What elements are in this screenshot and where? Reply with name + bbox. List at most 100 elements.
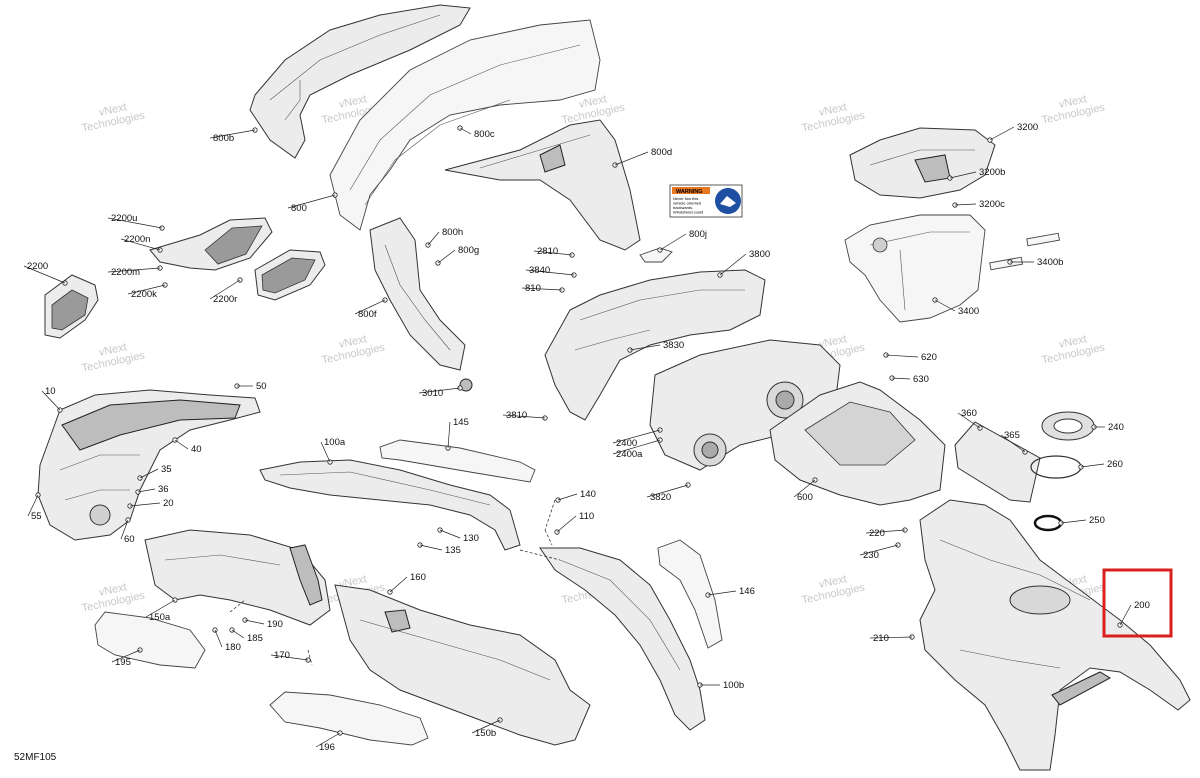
callout-230[interactable]: 230 xyxy=(863,550,879,561)
callout-160[interactable]: 160 xyxy=(410,572,426,583)
callout-10[interactable]: 10 xyxy=(45,386,56,397)
callout-250[interactable]: 250 xyxy=(1089,515,1105,526)
callout-2810[interactable]: 2810 xyxy=(537,246,558,257)
callout-3400[interactable]: 3400 xyxy=(958,306,979,317)
callout-55[interactable]: 55 xyxy=(31,511,42,522)
callout-145[interactable]: 145 xyxy=(453,417,469,428)
callout-3840[interactable]: 3840 xyxy=(529,265,550,276)
callout-800c[interactable]: 800c xyxy=(474,129,495,140)
leader-800g xyxy=(437,249,456,264)
part-800-shape xyxy=(329,19,601,231)
leader-630 xyxy=(891,377,911,380)
callout-220[interactable]: 220 xyxy=(869,528,885,539)
callout-196[interactable]: 196 xyxy=(319,742,335,753)
callout-3010[interactable]: 3010 xyxy=(422,388,443,399)
callout-800d[interactable]: 800d xyxy=(651,147,672,158)
callout-3810[interactable]: 3810 xyxy=(506,410,527,421)
callout-3400b[interactable]: 3400b xyxy=(1037,257,1063,268)
leader-60 xyxy=(120,519,129,540)
part-2200-mirror-shape xyxy=(44,274,99,339)
part-145-shape xyxy=(379,439,536,483)
watermark-line-1: vNext xyxy=(338,93,368,111)
part-3400b-strips-shape xyxy=(989,232,1060,271)
callout-365[interactable]: 365 xyxy=(1004,430,1020,441)
assembly-line xyxy=(544,499,556,531)
callout-150b[interactable]: 150b xyxy=(475,728,496,739)
callout-170[interactable]: 170 xyxy=(274,650,290,661)
callout-800[interactable]: 800 xyxy=(291,203,307,214)
callout-100a[interactable]: 100a xyxy=(324,437,346,448)
callout-620[interactable]: 620 xyxy=(921,352,937,363)
callout-3820[interactable]: 3820 xyxy=(650,492,671,503)
leader-55 xyxy=(27,494,39,517)
callout-3200c[interactable]: 3200c xyxy=(979,199,1005,210)
callout-40[interactable]: 40 xyxy=(191,444,202,455)
callout-20[interactable]: 20 xyxy=(163,498,174,509)
leader-220 xyxy=(865,529,906,534)
part-10-shape xyxy=(37,389,261,541)
part-2400-shape xyxy=(649,339,841,471)
callout-3830[interactable]: 3830 xyxy=(663,340,684,351)
part-3010-shape xyxy=(459,378,473,392)
callout-2200[interactable]: 2200 xyxy=(27,261,48,272)
callout-2200r[interactable]: 2200r xyxy=(213,294,237,305)
callout-195[interactable]: 195 xyxy=(115,657,131,668)
callout-600[interactable]: 600 xyxy=(797,492,813,503)
leader-3400 xyxy=(934,299,956,312)
callout-3800[interactable]: 3800 xyxy=(749,249,770,260)
callout-800j[interactable]: 800j xyxy=(689,229,707,240)
callout-100b[interactable]: 100b xyxy=(723,680,744,691)
leader-20 xyxy=(129,502,161,507)
callout-190[interactable]: 190 xyxy=(267,619,283,630)
callout-360[interactable]: 360 xyxy=(961,408,977,419)
callout-800g[interactable]: 800g xyxy=(458,245,479,256)
callout-35[interactable]: 35 xyxy=(161,464,172,475)
callout-185[interactable]: 185 xyxy=(247,633,263,644)
callout-200[interactable]: 200 xyxy=(1134,600,1150,611)
callout-2200n[interactable]: 2200n xyxy=(124,234,150,245)
callout-260[interactable]: 260 xyxy=(1107,459,1123,470)
leader-2200k xyxy=(127,284,166,295)
watermark-line-1: vNext xyxy=(1058,333,1088,351)
part-600-shape xyxy=(769,381,946,506)
part-100a-shape xyxy=(259,459,521,551)
callout-130[interactable]: 130 xyxy=(463,533,479,544)
leader-2400 xyxy=(612,429,661,444)
callout-210[interactable]: 210 xyxy=(873,633,889,644)
callout-60[interactable]: 60 xyxy=(124,534,135,545)
callout-3200b[interactable]: 3200b xyxy=(979,167,1005,178)
callout-240[interactable]: 240 xyxy=(1108,422,1124,433)
callout-50[interactable]: 50 xyxy=(256,381,267,392)
callout-2200u[interactable]: 2200u xyxy=(111,213,137,224)
leader-800c xyxy=(459,127,472,135)
callout-810[interactable]: 810 xyxy=(525,283,541,294)
callout-800h[interactable]: 800h xyxy=(442,227,463,238)
callout-3200[interactable]: 3200 xyxy=(1017,122,1038,133)
callout-140[interactable]: 140 xyxy=(580,489,596,500)
leader-100a xyxy=(320,441,331,463)
callout-150a[interactable]: 150a xyxy=(149,612,171,623)
callout-36[interactable]: 36 xyxy=(158,484,169,495)
part-3400-bin-shape xyxy=(844,214,986,323)
callout-630[interactable]: 630 xyxy=(913,374,929,385)
callout-146[interactable]: 146 xyxy=(739,586,755,597)
callout-110[interactable]: 110 xyxy=(579,511,594,522)
callout-180[interactable]: 180 xyxy=(225,642,241,653)
watermark-line-1: vNext xyxy=(818,333,848,351)
callout-2200k[interactable]: 2200k xyxy=(131,289,157,300)
leader-195 xyxy=(111,649,141,663)
diagram-code: 52MF105 xyxy=(14,752,57,763)
leader-146 xyxy=(707,590,737,596)
callout-2200m[interactable]: 2200m xyxy=(111,267,140,278)
callout-2400[interactable]: 2400 xyxy=(616,438,637,449)
part-196-shape xyxy=(269,691,429,746)
callout-135[interactable]: 135 xyxy=(445,545,461,556)
callout-2400a[interactable]: 2400a xyxy=(616,449,643,460)
callout-800f[interactable]: 800f xyxy=(358,309,377,320)
callout-800b[interactable]: 800b xyxy=(213,133,234,144)
